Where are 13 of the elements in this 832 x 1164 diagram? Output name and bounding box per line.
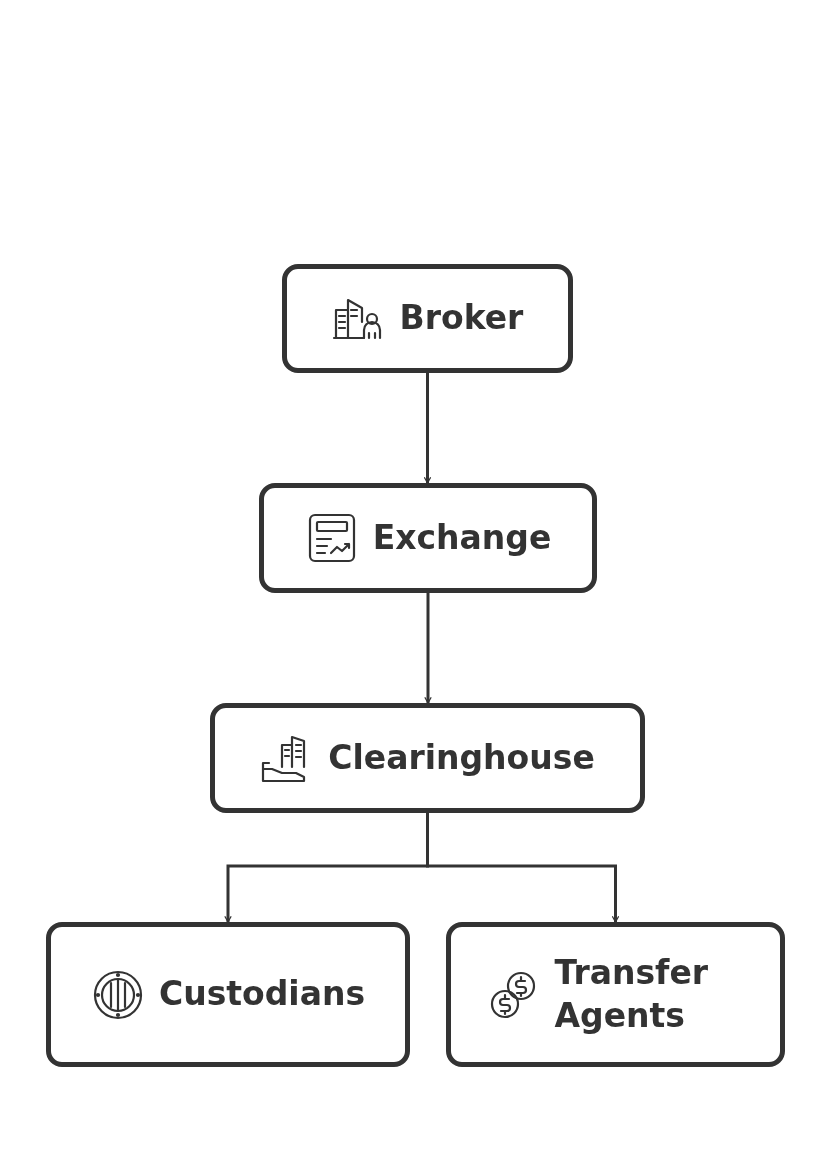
- node-label: Transfer Agents: [554, 951, 710, 1037]
- arrow: [423, 373, 432, 484]
- arrow: [424, 593, 432, 704]
- node-label: Exchange: [372, 516, 552, 559]
- process-box: [282, 264, 573, 373]
- process-box: [46, 922, 410, 1067]
- process-box: [259, 483, 597, 593]
- node-label: Custodians: [158, 973, 366, 1016]
- node-label: Clearinghouse: [328, 736, 595, 779]
- arrow: [426, 813, 620, 923]
- process-box: [446, 922, 785, 1067]
- node-label: Broker: [399, 297, 524, 340]
- process-box: [210, 703, 645, 813]
